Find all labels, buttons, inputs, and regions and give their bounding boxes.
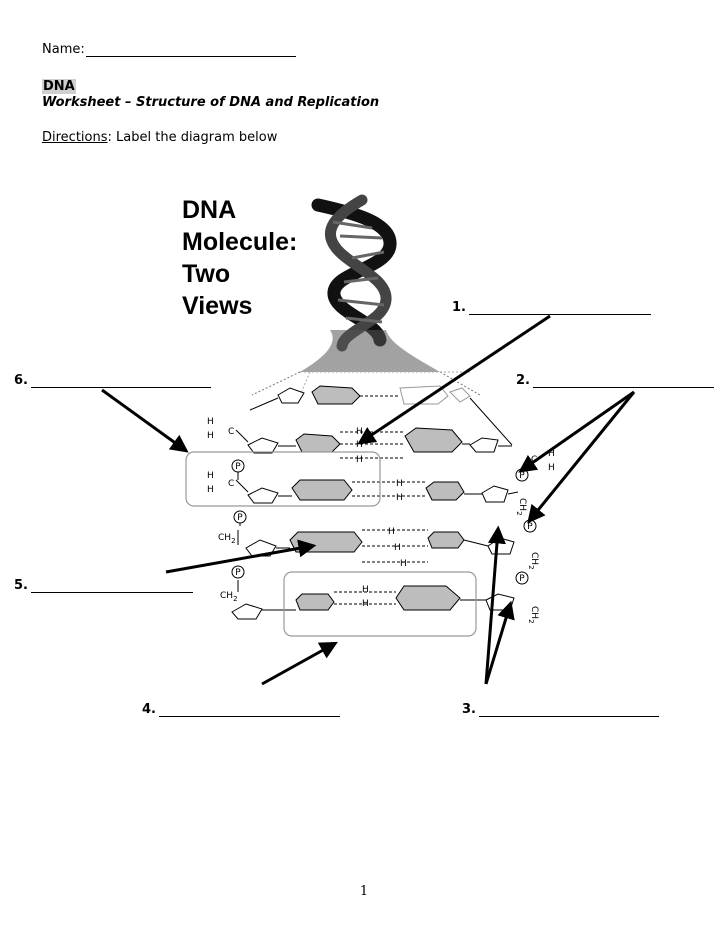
base-pair-highlight-box (283, 571, 477, 637)
arrow-2a (518, 390, 635, 473)
phosphate-right-1: P (515, 468, 529, 482)
worksheet-title: Worksheet – Structure of DNA and Replica… (42, 95, 380, 110)
ch2-left-2: CH2 (220, 591, 238, 603)
phosphate-left-1: P (231, 459, 245, 473)
hbond-h-4: H (396, 479, 403, 489)
arrow-3b (484, 600, 515, 685)
hbond-h-2: H (356, 440, 363, 450)
pointer-arrows (101, 314, 636, 686)
phosphate-groups: P P P P P P (231, 459, 537, 585)
svg-text:P: P (235, 568, 241, 578)
label-5: 5. (14, 578, 193, 593)
diagram-title-line-1: DNA (182, 196, 236, 224)
arrow-4 (261, 641, 338, 686)
hbond-h-5: H (396, 493, 403, 503)
directions-text: : Label the diagram below (107, 130, 278, 145)
name-label: Name: (42, 42, 85, 57)
hbond-h-3: H (356, 455, 363, 465)
ch2-left-1: CH2 (218, 533, 236, 545)
dna-ladder (231, 371, 519, 620)
label-4-number: 4. (142, 702, 156, 717)
nucleotide-highlight-box (185, 451, 381, 507)
diagram-title-line-2: Molecule: (182, 228, 297, 256)
label-1-number: 1. (452, 300, 466, 315)
atom-h-4: H (207, 485, 214, 495)
directions: Directions: Label the diagram below (42, 130, 277, 145)
ch2-right-3: CH2 (527, 606, 539, 624)
diagram-title-line-3: Two (182, 260, 230, 288)
name-blank[interactable] (85, 42, 296, 57)
hbond-h-1: H (356, 427, 363, 437)
label-3: 3. (462, 702, 659, 717)
hbond-h-10: H (362, 599, 369, 609)
label-1-blank[interactable] (468, 300, 651, 315)
label-5-blank[interactable] (30, 578, 193, 593)
double-helix-illustration (251, 194, 481, 396)
svg-text:P: P (527, 522, 533, 532)
label-5-number: 5. (14, 578, 28, 593)
directions-label: Directions (42, 130, 108, 145)
atom-c-1: C (228, 427, 234, 437)
page-number: 1 (359, 884, 369, 899)
atom-h-1: H (207, 417, 214, 427)
hbond-h-7: H (394, 543, 401, 553)
label-4: 4. (142, 702, 340, 717)
label-1: 1. (452, 300, 651, 315)
ch2-right-1: CH2 (515, 498, 527, 516)
arrow-3a (484, 525, 506, 685)
section-tag: DNA (42, 79, 76, 94)
svg-text:P: P (519, 574, 525, 584)
phosphate-left-2: P (233, 510, 247, 524)
phosphate-right-2: P (523, 519, 537, 533)
hbond-h-8: H (400, 559, 407, 569)
diagram-title: DNA Molecule: Two Views (182, 196, 297, 320)
hbond-h-6: H (388, 527, 395, 537)
arrow-6 (101, 388, 189, 453)
phosphate-right-3: P (515, 571, 529, 585)
label-2-blank[interactable] (532, 373, 714, 388)
diagram-title-line-4: Views (182, 292, 252, 320)
chemical-labels: H H C H H C CH2 CH2 C H H CH2 CH2 CH2 H … (207, 417, 555, 624)
label-6: 6. (14, 373, 211, 388)
svg-text:P: P (519, 471, 525, 481)
phosphate-left-3: P (231, 565, 245, 579)
atom-c-2: C (228, 479, 234, 489)
label-3-number: 3. (462, 702, 476, 717)
label-2-number: 2. (516, 373, 530, 388)
name-field: Name: (42, 42, 296, 57)
label-2: 2. (516, 373, 714, 388)
ch2-right-2: CH2 (527, 552, 539, 570)
hbond-h-9: H (362, 585, 369, 595)
label-3-blank[interactable] (478, 702, 659, 717)
atom-h-6: H (548, 463, 555, 473)
arrow-1 (357, 314, 551, 445)
arrow-2b (527, 391, 636, 524)
atom-h-5: H (548, 449, 555, 459)
svg-text:P: P (235, 462, 241, 472)
svg-text:P: P (237, 513, 243, 523)
label-6-number: 6. (14, 373, 28, 388)
label-6-blank[interactable] (30, 373, 211, 388)
label-4-blank[interactable] (158, 702, 340, 717)
atom-h-2: H (207, 431, 214, 441)
atom-h-3: H (207, 471, 214, 481)
arrow-5 (165, 539, 317, 574)
